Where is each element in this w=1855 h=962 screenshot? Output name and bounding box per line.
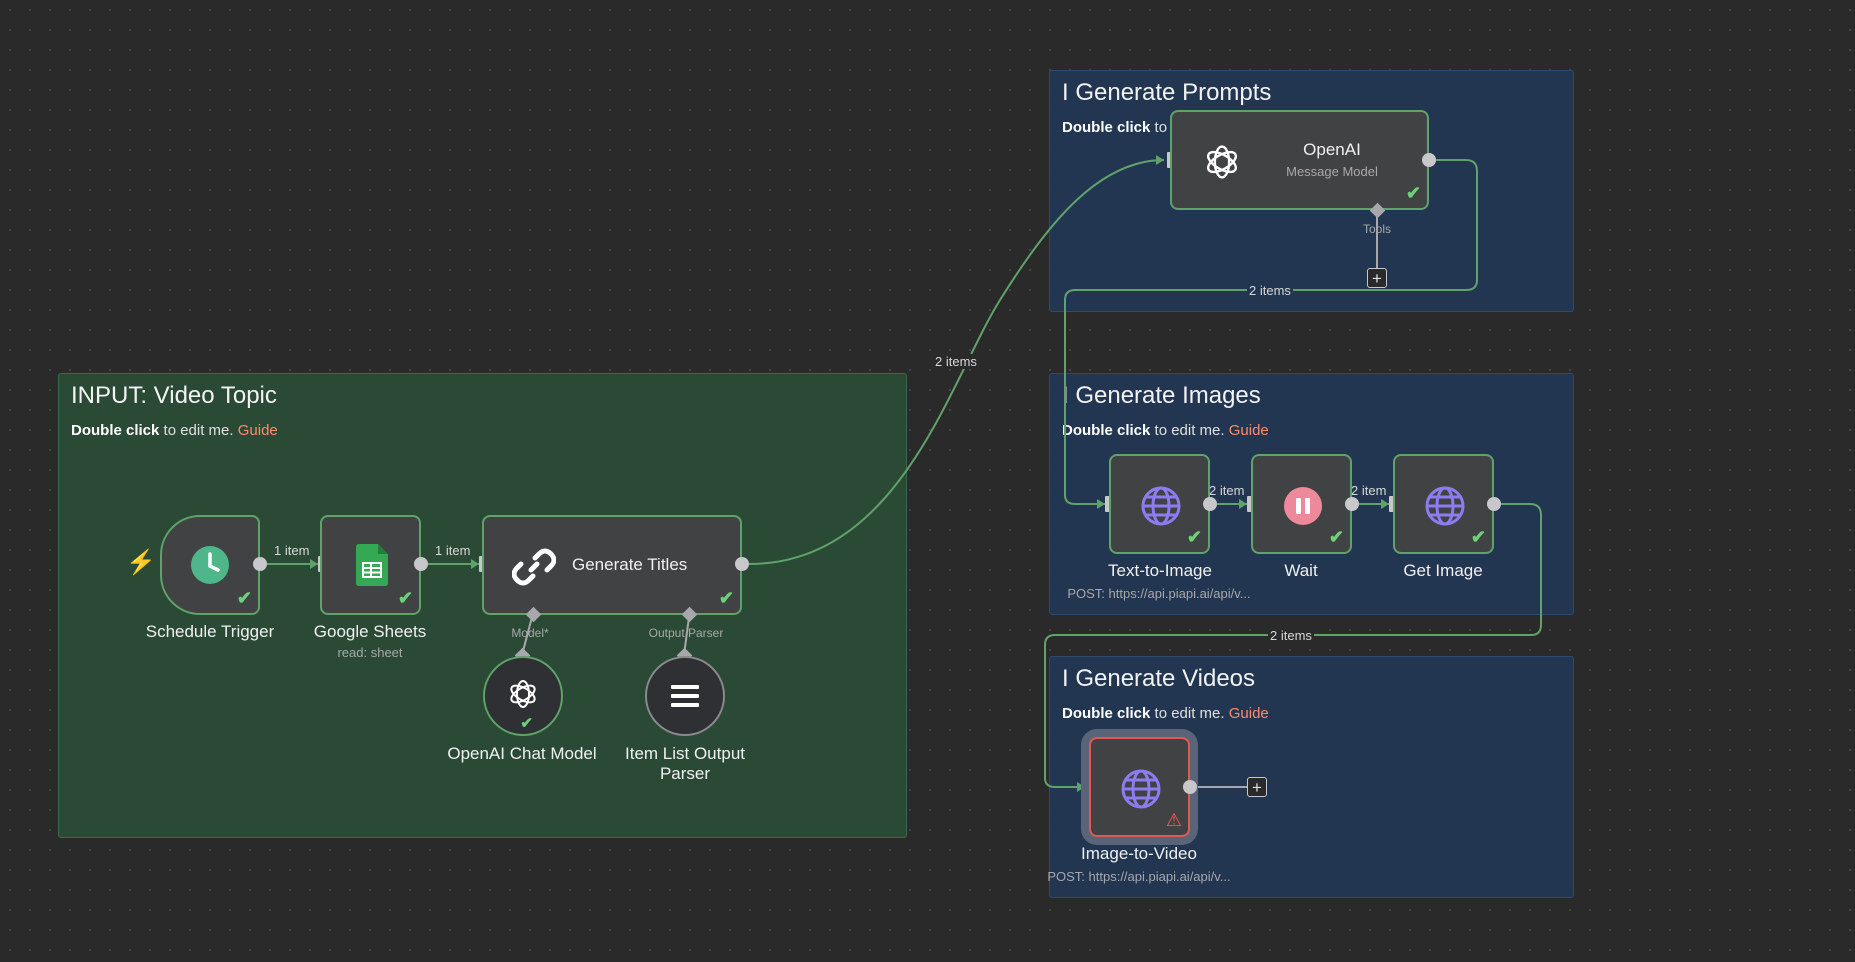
openai-icon [505, 676, 541, 712]
port-label-model: Model* [511, 626, 549, 640]
add-tool-button[interactable]: + [1367, 268, 1387, 288]
success-check-icon: ✔ [1186, 527, 1202, 547]
google-sheets-icon [355, 543, 389, 587]
conn-label-sheets-titles: 1 item [435, 543, 471, 558]
port-out[interactable] [1183, 780, 1197, 794]
node-title: Generate Titles [572, 555, 688, 574]
node-label: Text-to-Image [1108, 561, 1212, 580]
success-check-icon: ✔ [236, 588, 252, 608]
conn-label-get-image-video: 2 items [1268, 628, 1314, 643]
node-wait[interactable]: ✔ [1251, 454, 1352, 554]
add-node-button[interactable]: + [1247, 777, 1267, 797]
node-label: Get Image [1403, 561, 1483, 580]
openai-icon [1200, 140, 1244, 184]
sticky-title: I Generate Images [1062, 382, 1261, 409]
pause-icon [1281, 484, 1325, 528]
sticky-title: INPUT: Video Topic [71, 382, 277, 409]
conn-label-text-image-wait: 2 item [1209, 483, 1245, 498]
port-out[interactable] [1345, 497, 1359, 511]
warning-icon: ⚠ [1165, 810, 1182, 830]
port-out[interactable] [1203, 497, 1217, 511]
guide-link[interactable]: Guide [1228, 705, 1269, 722]
success-check-icon: ✔ [1470, 527, 1486, 547]
port-out[interactable] [253, 557, 267, 571]
node-label: Wait [1284, 561, 1318, 580]
sticky-title: I Generate Prompts [1062, 79, 1272, 106]
port-label-parser: Output Parser [648, 626, 724, 640]
node-sublabel: read: sheet [337, 645, 403, 660]
sticky-hint: Double click to edit me. Guide [71, 422, 278, 439]
list-icon [667, 678, 703, 714]
port-in[interactable] [1247, 496, 1254, 512]
success-check-icon: ✔ [397, 588, 413, 608]
port-in[interactable] [1389, 496, 1396, 512]
node-openai-message-model[interactable]: OpenAI Message Model ✔ [1170, 110, 1429, 210]
node-label: Image-to-Video [1081, 844, 1197, 863]
node-generate-titles[interactable]: Generate Titles ✔ [482, 515, 742, 615]
conn-label-titles-openai: 2 items [933, 354, 979, 369]
node-label: Schedule Trigger [145, 622, 275, 641]
port-out[interactable] [735, 557, 749, 571]
guide-link[interactable]: Guide [237, 422, 278, 439]
node-openai-chat-model[interactable]: ✔ [483, 656, 563, 736]
success-check-icon: ✔ [1405, 183, 1421, 203]
success-check-icon: ✔ [718, 588, 734, 608]
globe-icon [1139, 484, 1183, 528]
sticky-title: I Generate Videos [1062, 665, 1256, 692]
conn-label-trigger-sheets: 1 item [274, 543, 310, 558]
node-sublabel: POST: https://api.piapi.ai/api/v... [1067, 586, 1251, 601]
node-label: Google Sheets [313, 622, 427, 641]
node-label: OpenAI Chat Model [447, 744, 597, 763]
sticky-hint: Double click to e [1062, 119, 1180, 136]
globe-icon [1119, 767, 1163, 811]
node-get-image[interactable]: ✔ [1393, 454, 1494, 554]
trigger-bolt-icon: ⚡ [126, 549, 156, 576]
guide-link[interactable]: Guide [1228, 422, 1269, 439]
node-item-list-output-parser[interactable] [645, 656, 725, 736]
node-schedule-trigger[interactable]: ✔ [160, 515, 260, 615]
port-label-tools: Tools [1362, 222, 1391, 236]
port-out[interactable] [414, 557, 428, 571]
node-title: OpenAI [1303, 140, 1361, 159]
sticky-hint: Double click to edit me. Guide [1062, 422, 1269, 439]
port-in[interactable] [1085, 779, 1092, 795]
port-out[interactable] [1422, 153, 1436, 167]
link-icon [512, 545, 556, 589]
globe-icon [1423, 484, 1467, 528]
node-image-to-video[interactable]: ⚠ [1089, 737, 1190, 837]
conn-label-openai-text-image: 2 items [1247, 283, 1293, 298]
node-sublabel: Message Model [1286, 164, 1378, 179]
node-google-sheets[interactable]: ✔ [320, 515, 421, 615]
port-out[interactable] [1487, 497, 1501, 511]
node-sublabel: POST: https://api.piapi.ai/api/v... [1047, 869, 1231, 884]
node-text-to-image[interactable]: ✔ [1109, 454, 1210, 554]
port-in[interactable] [1105, 496, 1112, 512]
success-check-icon: ✔ [1328, 527, 1344, 547]
clock-icon [190, 545, 230, 585]
sticky-hint: Double click to edit me. Guide [1062, 705, 1269, 722]
conn-label-wait-get-image: 2 item [1351, 483, 1387, 498]
success-check-icon: ✔ [520, 715, 533, 732]
node-label-line1: Item List Output [625, 744, 745, 763]
node-label-line2: Parser [659, 764, 711, 783]
